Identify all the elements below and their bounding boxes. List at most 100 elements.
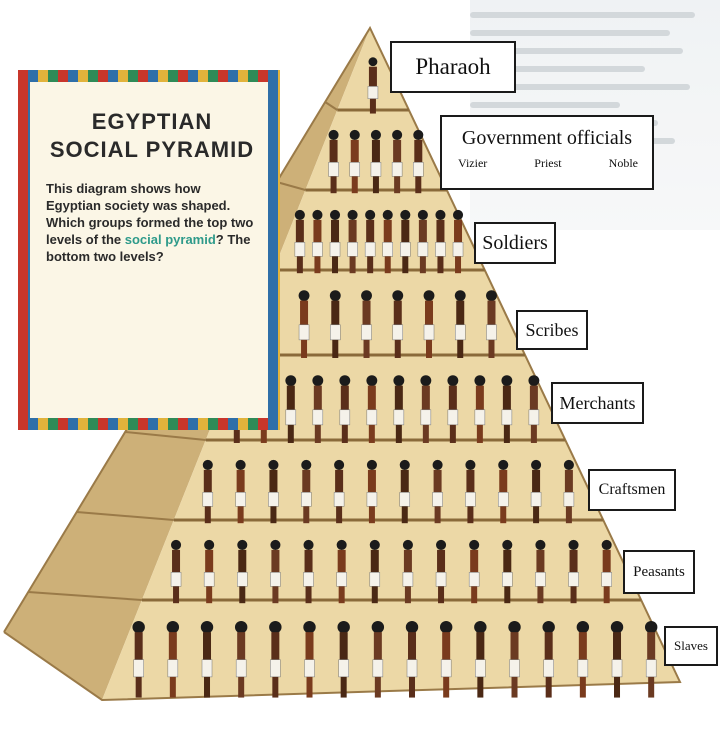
figure <box>528 375 540 443</box>
label-scribes: Scribes <box>516 310 588 350</box>
figure <box>474 620 487 698</box>
figure <box>337 620 350 698</box>
sub-label-priest: Priest <box>534 156 562 170</box>
figure <box>468 539 480 604</box>
figure <box>601 539 612 604</box>
figure <box>132 620 145 698</box>
figure <box>298 290 310 358</box>
label-soldiers: Soldiers <box>474 222 556 264</box>
figure <box>402 539 414 604</box>
label-craftsmen: Craftsmen <box>588 469 676 511</box>
tier-ledge-side <box>28 591 142 601</box>
figure <box>535 539 546 604</box>
label-merchants: Merchants <box>551 382 644 424</box>
figure <box>474 375 486 443</box>
figure <box>366 459 378 524</box>
figure <box>312 209 323 274</box>
label-government-officials: Government officials Vizier Priest Noble <box>440 115 654 190</box>
label-text: Government officials <box>461 127 633 149</box>
figure <box>370 129 382 194</box>
body-text-end: ? The bottom two levels? <box>46 232 251 264</box>
info-box-border <box>18 70 280 430</box>
figure <box>367 57 379 114</box>
figure <box>200 620 214 698</box>
figure <box>568 539 579 604</box>
figure <box>400 209 411 274</box>
figure <box>563 459 575 524</box>
figure <box>610 620 624 698</box>
figure <box>447 375 459 443</box>
figure <box>420 375 432 443</box>
figure <box>454 290 466 358</box>
figure <box>170 539 182 604</box>
figure <box>508 620 521 698</box>
figure <box>452 209 464 274</box>
figure <box>347 209 358 274</box>
figure <box>336 539 347 604</box>
figure <box>417 209 429 274</box>
label-peasants: Peasants <box>623 550 695 594</box>
figure <box>576 620 590 698</box>
figure <box>439 620 453 698</box>
label-slaves: Slaves <box>664 626 718 666</box>
figure <box>497 459 509 524</box>
label-text: Scribes <box>525 319 579 340</box>
figure <box>203 539 215 604</box>
tier-ledge-side <box>276 181 306 191</box>
figure <box>382 209 393 274</box>
figure <box>542 620 555 698</box>
figure <box>369 539 381 604</box>
figure <box>435 539 447 604</box>
figure <box>166 620 180 698</box>
figure <box>423 290 435 358</box>
sub-label-noble: Noble <box>608 156 638 170</box>
figure <box>393 375 405 443</box>
figure <box>432 459 443 524</box>
body-text: This diagram shows how Egyptian society … <box>46 181 254 247</box>
figure <box>237 539 248 604</box>
info-box-body: This diagram shows how Egyptian society … <box>46 180 258 265</box>
figure <box>399 459 411 524</box>
info-box-title: EGYPTIAN SOCIAL PYRAMID <box>46 108 258 164</box>
figure <box>270 539 281 604</box>
figure <box>235 459 246 524</box>
figure <box>435 209 446 274</box>
figure <box>644 620 658 698</box>
figure <box>333 459 345 524</box>
label-text: Craftsmen <box>598 481 666 498</box>
figure <box>285 375 297 443</box>
label-pharaoh: Pharaoh <box>390 41 516 93</box>
figure <box>392 290 404 358</box>
label-text: Pharaoh <box>415 54 491 79</box>
figure <box>234 620 248 698</box>
figure <box>339 375 351 443</box>
figure <box>202 459 214 524</box>
figure <box>371 620 385 698</box>
figure <box>303 620 316 698</box>
tier-ledge-side <box>76 511 174 521</box>
figure <box>413 129 424 194</box>
label-text: Peasants <box>633 563 685 580</box>
figure <box>391 129 403 194</box>
figure <box>349 129 361 194</box>
label-text: Soldiers <box>482 231 548 254</box>
figure <box>328 129 339 194</box>
figure <box>502 539 513 604</box>
label-text: Slaves <box>674 638 708 653</box>
figure <box>294 209 306 274</box>
figure <box>366 375 378 443</box>
figure <box>312 375 324 443</box>
figure <box>303 539 314 604</box>
figure <box>361 290 372 358</box>
sub-labels: Vizier Priest Noble <box>442 150 652 171</box>
figure <box>301 459 312 524</box>
sub-label-vizier: Vizier <box>458 156 488 170</box>
tier-ledge-side <box>324 101 338 111</box>
figure <box>269 620 282 698</box>
label-text: Merchants <box>559 392 636 413</box>
figure <box>364 209 376 274</box>
figure <box>329 209 341 274</box>
body-highlight: social pyramid <box>124 232 216 247</box>
info-box: EGYPTIAN SOCIAL PYRAMID This diagram sho… <box>18 70 280 430</box>
tier-ledge-side <box>125 431 206 441</box>
